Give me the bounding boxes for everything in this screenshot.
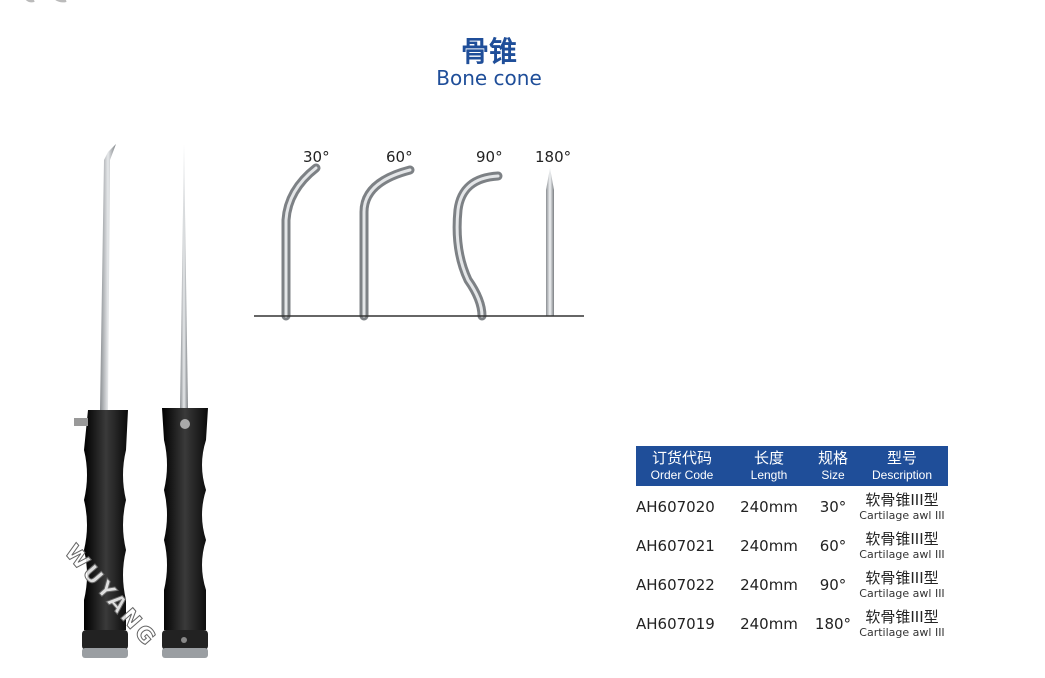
description: 软骨锥III型 Cartilage awl III bbox=[856, 605, 948, 642]
awl-shaft-left bbox=[100, 144, 116, 410]
length: 240mm bbox=[740, 497, 798, 516]
awl-shaft-right bbox=[180, 144, 188, 410]
order-code: AH607020 bbox=[636, 497, 715, 516]
corner-decoration bbox=[26, 0, 67, 3]
description-cn: 软骨锥III型 bbox=[865, 490, 939, 509]
description-en: Cartilage awl III bbox=[859, 508, 945, 522]
size: 30° bbox=[819, 497, 847, 516]
angle-label-90: 90° bbox=[476, 148, 503, 166]
description: 软骨锥III型 Cartilage awl III bbox=[856, 488, 948, 525]
header-en: Length bbox=[750, 468, 788, 482]
page-title-cn: 骨锥 bbox=[460, 35, 517, 68]
header-en: Description bbox=[871, 468, 933, 482]
description: 软骨锥III型 Cartilage awl III bbox=[856, 527, 948, 564]
header-cn: 订货代码 bbox=[651, 449, 712, 467]
header-cn: 长度 bbox=[753, 449, 784, 467]
size: 90° bbox=[819, 575, 847, 594]
header-en: Order Code bbox=[650, 468, 714, 482]
angle-label-60: 60° bbox=[386, 148, 413, 166]
order-code: AH607019 bbox=[636, 614, 715, 633]
header-length: 长度 Length bbox=[728, 446, 810, 486]
header-description: 型号 Description bbox=[856, 446, 948, 486]
awl-handle-left bbox=[84, 410, 128, 630]
tip-30 bbox=[281, 163, 321, 321]
table-header: 订货代码 Order Code 长度 Length 规格 Size 型号 Des… bbox=[636, 446, 948, 486]
description: 软骨锥III型 Cartilage awl III bbox=[856, 566, 948, 603]
awl-handle-right bbox=[162, 408, 208, 630]
handle-screw-left bbox=[74, 418, 88, 426]
description-en: Cartilage awl III bbox=[859, 586, 945, 600]
length: 240mm bbox=[740, 536, 798, 555]
spec-table: 订货代码 Order Code 长度 Length 规格 Size 型号 Des… bbox=[636, 446, 948, 642]
header-cn: 规格 bbox=[817, 449, 848, 467]
header-order-code: 订货代码 Order Code bbox=[636, 446, 728, 486]
header-cn: 型号 bbox=[886, 449, 917, 467]
order-code: AH607022 bbox=[636, 575, 715, 594]
length: 240mm bbox=[740, 575, 798, 594]
length: 240mm bbox=[740, 614, 798, 633]
size: 60° bbox=[819, 536, 847, 555]
angle-label-180: 180° bbox=[535, 148, 572, 166]
size: 180° bbox=[814, 614, 852, 633]
description-cn: 软骨锥III型 bbox=[865, 529, 939, 548]
description-en: Cartilage awl III bbox=[859, 547, 945, 561]
angle-label-30: 30° bbox=[303, 148, 330, 166]
header-en: Size bbox=[821, 468, 845, 482]
product-photo bbox=[74, 144, 208, 658]
table-row: AH607021 240mm 60° 软骨锥III型 Cartilage awl… bbox=[636, 527, 948, 564]
awl-tip-diagram: 30° 60° 90° 180° bbox=[250, 140, 590, 330]
tip-180 bbox=[546, 168, 554, 316]
table-row: AH607020 240mm 30° 软骨锥III型 Cartilage awl… bbox=[636, 488, 948, 525]
header-size: 规格 Size bbox=[810, 446, 856, 486]
order-code: AH607021 bbox=[636, 536, 715, 555]
description-cn: 软骨锥III型 bbox=[865, 607, 939, 626]
table-row: AH607022 240mm 90° 软骨锥III型 Cartilage awl… bbox=[636, 566, 948, 603]
page-title-en: Bone cone bbox=[436, 66, 542, 90]
description-en: Cartilage awl III bbox=[859, 625, 945, 639]
description-cn: 软骨锥III型 bbox=[865, 568, 939, 587]
table-row: AH607019 240mm 180° 软骨锥III型 Cartilage aw… bbox=[636, 605, 948, 642]
